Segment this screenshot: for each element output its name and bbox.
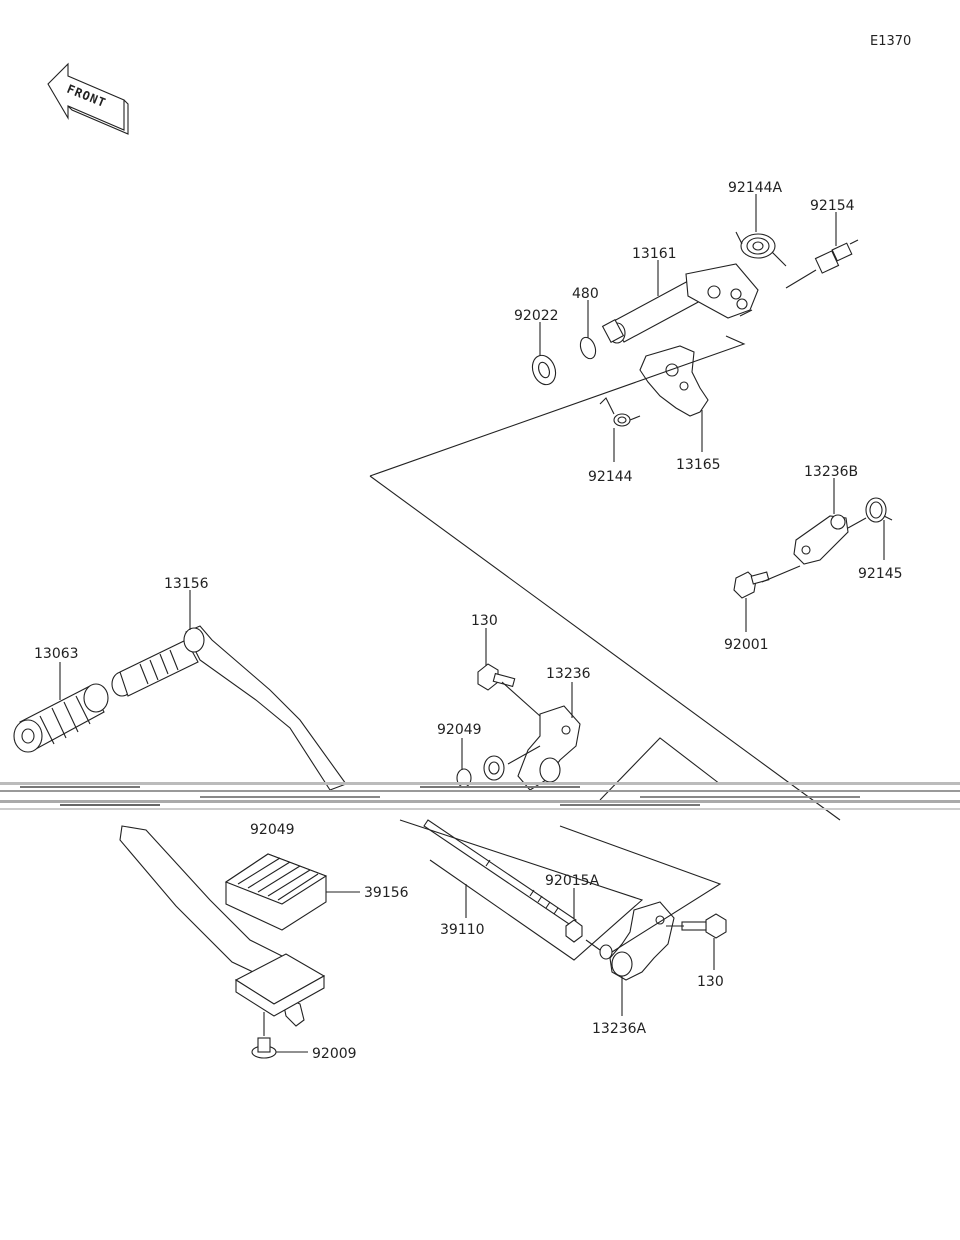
callout-92022: 92022 (514, 308, 559, 356)
callout-130-top: 130 (471, 613, 498, 666)
callout-13156: 13156 (164, 576, 209, 630)
part-13156-shift-pedal (111, 625, 347, 791)
label-130-bottom: 130 (697, 974, 724, 990)
assembly-guide-lines (369, 269, 867, 961)
callout-92154: 92154 (810, 198, 855, 246)
label-92022: 92022 (514, 308, 559, 324)
label-92154: 92154 (810, 198, 855, 214)
label-13165: 13165 (676, 457, 721, 473)
callout-39156: 39156 (326, 885, 409, 901)
part-13165-shift-plate (639, 345, 709, 417)
part-13236-clamp-lever (517, 705, 581, 791)
label-39156: 39156 (364, 885, 409, 901)
part-92022-washer (531, 354, 557, 386)
part-130-bolt-bottom (681, 913, 727, 939)
diagram-code: E1370 (870, 34, 911, 49)
part-92009-bolt (251, 1037, 277, 1059)
callout-13165: 13165 (676, 410, 721, 473)
part-92015A-nut (565, 919, 583, 943)
part-92001-bolt (733, 571, 770, 599)
label-92009: 92009 (312, 1046, 357, 1062)
part-pedal-bracket-plate (234, 953, 326, 1017)
callout-13236A: 13236A (592, 976, 647, 1037)
callout-13161: 13161 (632, 246, 677, 296)
callout-13063: 13063 (34, 646, 79, 700)
label-92049-bottom: 92049 (250, 822, 295, 838)
label-92049-top: 92049 (437, 722, 482, 738)
callout-92009: 92009 (263, 1012, 357, 1062)
callout-92049-bottom: 92049 (250, 822, 295, 838)
label-92144A: 92144A (728, 180, 783, 196)
part-13063-pedal-rubber (13, 683, 109, 753)
callout-92015A: 92015A (545, 873, 600, 918)
part-39156-pedal-pad (224, 853, 328, 931)
label-13236: 13236 (546, 666, 591, 682)
callout-130-bottom: 130 (697, 938, 724, 990)
label-13236B: 13236B (804, 464, 858, 480)
callout-13236B: 13236B (804, 464, 858, 514)
label-39110: 39110 (440, 922, 485, 938)
part-130-bolt-top (477, 663, 516, 691)
label-92144: 92144 (588, 469, 633, 485)
label-13063: 13063 (34, 646, 79, 662)
part-92154-pin (814, 239, 859, 274)
callout-480: 480 (572, 286, 599, 338)
label-13156: 13156 (164, 576, 209, 592)
callout-39110: 39110 (440, 884, 485, 938)
part-480-circlip (579, 336, 597, 360)
callout-92144A: 92144A (728, 180, 783, 232)
label-13236A: 13236A (592, 1021, 647, 1037)
scan-noise-band (0, 782, 960, 810)
part-39110-tie-rod (423, 819, 577, 927)
label-92145: 92145 (858, 566, 903, 582)
callout-92049-top: 92049 (437, 722, 482, 770)
part-13161-shift-shaft (601, 263, 759, 344)
part-92144A-spring (735, 231, 787, 267)
callout-92145: 92145 (858, 520, 903, 582)
part-13236A-lever (599, 901, 675, 981)
label-92015A: 92015A (545, 873, 600, 889)
part-92144-spring (599, 397, 641, 427)
label-480: 480 (572, 286, 599, 302)
part-92145-clip (865, 497, 893, 523)
label-130-top: 130 (471, 613, 498, 629)
front-arrow-icon: FRONT (47, 62, 129, 135)
label-92001: 92001 (724, 637, 769, 653)
callout-92144: 92144 (588, 428, 633, 485)
callout-13236: 13236 (546, 666, 591, 718)
callout-92001: 92001 (724, 598, 769, 653)
label-13161: 13161 (632, 246, 677, 262)
part-13236B-lever (793, 514, 849, 565)
